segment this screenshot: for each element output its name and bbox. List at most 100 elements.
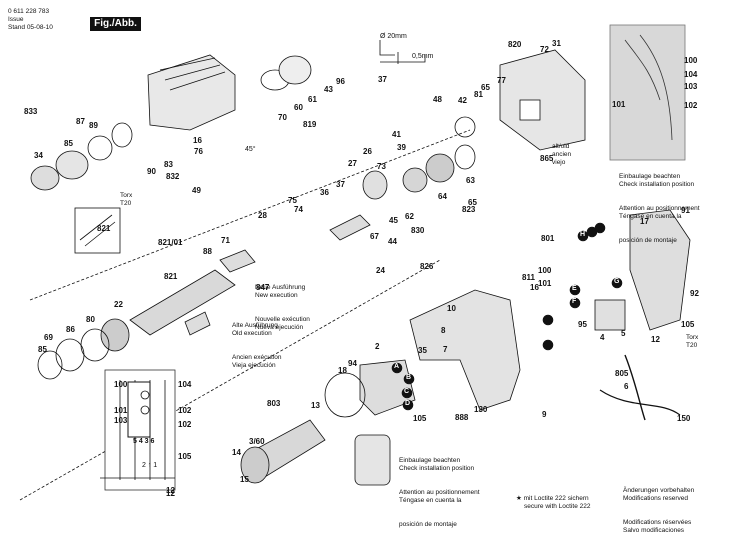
part-label-811: 811 xyxy=(522,273,535,282)
part-label-96: 96 xyxy=(336,77,345,86)
part-label-833: 833 xyxy=(24,107,38,116)
part-label-27: 27 xyxy=(348,159,357,168)
part-label-888: 888 xyxy=(455,413,469,422)
part-label-805: 805 xyxy=(615,369,629,378)
wiring-switch-terminals: 5 4 3 6 xyxy=(133,438,155,445)
circle-letter-b: B xyxy=(406,374,412,381)
part-label-35: 35 xyxy=(418,346,427,355)
part-label-24: 24 xyxy=(376,266,385,275)
part-label-67: 67 xyxy=(370,232,379,241)
header-block: 0 611 228 783 Issue Stand 05-08-10 xyxy=(8,8,53,32)
wiring-label: 103 xyxy=(114,416,128,425)
circle-letter-e: E xyxy=(572,285,577,292)
part-label-74: 74 xyxy=(294,205,303,214)
part-label-88: 88 xyxy=(203,247,212,256)
part-label-90: 90 xyxy=(147,167,156,176)
part-label-16: 16 xyxy=(193,136,202,145)
part-label-801: 801 xyxy=(541,234,555,243)
circle-letter-h: H xyxy=(580,231,586,238)
part-label-820: 820 xyxy=(508,40,522,49)
part-label-12: 12 xyxy=(166,489,175,498)
wiring-label: 105 xyxy=(178,452,192,461)
part-label-9: 9 xyxy=(542,410,547,419)
part-label-102: 102 xyxy=(684,101,698,110)
part-label-77: 77 xyxy=(497,76,506,85)
part-label-83: 83 xyxy=(164,160,173,169)
part-label-105: 105 xyxy=(681,320,695,329)
part-label-6: 6 xyxy=(624,382,629,391)
part-label-86: 86 xyxy=(66,325,75,334)
part-label-87: 87 xyxy=(76,117,85,126)
part-label-17: 17 xyxy=(640,217,649,226)
part-label-61: 61 xyxy=(308,95,317,104)
part-label-821: 821 xyxy=(164,272,178,281)
part-label-37: 37 xyxy=(378,75,387,84)
part-label-94: 94 xyxy=(348,359,357,368)
part-label-44: 44 xyxy=(388,237,397,246)
circle-letter-a: A xyxy=(394,363,400,370)
part-label-105: 105 xyxy=(413,414,427,423)
part-label-13: 13 xyxy=(311,401,320,410)
part-label-43: 43 xyxy=(324,85,333,94)
wiring-label: 104 xyxy=(178,380,192,389)
part-label-2: 2 xyxy=(375,342,380,351)
part-label-865: 865 xyxy=(540,154,554,163)
part-label-4: 4 xyxy=(600,333,605,342)
part-label-8: 8 xyxy=(441,326,446,335)
part-label-72: 72 xyxy=(540,45,549,54)
part-label-89: 89 xyxy=(89,121,98,130)
part-number: 0 611 228 783 xyxy=(8,8,50,15)
circle-letter-c: C xyxy=(404,388,410,395)
part-label-104: 104 xyxy=(684,70,698,79)
thickness-dimension: 0,5mm xyxy=(412,53,434,60)
part-label-819: 819 xyxy=(303,120,317,129)
figure-label: Fig./Abb. 1 xyxy=(90,17,141,43)
part-label-150: 150 xyxy=(677,414,691,423)
part-label-45: 45 xyxy=(389,216,398,225)
part-label-12: 12 xyxy=(651,335,660,344)
part-label-826: 826 xyxy=(420,262,434,271)
part-label-101: 101 xyxy=(538,279,552,288)
circle-letter-f: F xyxy=(572,298,577,305)
part-label-41: 41 xyxy=(392,130,401,139)
part-label-49: 49 xyxy=(192,186,201,195)
part-label-22: 22 xyxy=(114,300,123,309)
part-label-5: 5 xyxy=(621,329,626,338)
wiring-label: 101 xyxy=(114,406,128,415)
diameter-dimension: Ø 20mm xyxy=(380,33,407,40)
issue-date: 05-08-10 xyxy=(26,24,53,31)
part-label-10: 10 xyxy=(447,304,456,313)
part-label-85: 85 xyxy=(64,139,73,148)
wiring-small-label: 2 ↑ 1 xyxy=(142,462,158,469)
stand-label: Stand xyxy=(8,24,25,31)
part-label-14: 14 xyxy=(232,448,241,457)
part-label-15: 15 xyxy=(240,475,249,484)
part-label-847: 847 xyxy=(256,283,270,292)
part-label-71: 71 xyxy=(221,236,230,245)
part-label-130: 130 xyxy=(474,405,488,414)
part-label-92: 92 xyxy=(690,289,699,298)
part-label-100: 100 xyxy=(538,266,552,275)
part-label-48: 48 xyxy=(433,95,442,104)
wiring-label: 102 xyxy=(178,406,192,415)
part-label-69: 69 xyxy=(44,333,53,342)
exploded-view-drawing xyxy=(19,24,691,501)
wiring-label: 100 xyxy=(114,380,128,389)
part-label-65: 65 xyxy=(468,198,477,207)
angle-dimension: 45° xyxy=(245,146,256,153)
part-label-18: 18 xyxy=(338,366,347,375)
part-label-36: 36 xyxy=(320,188,329,197)
part-label-80: 80 xyxy=(86,315,95,324)
part-label-16: 16 xyxy=(530,283,539,292)
wiring-label: 102 xyxy=(178,420,192,429)
part-label-830: 830 xyxy=(411,226,425,235)
part-label-95: 95 xyxy=(578,320,587,329)
part-label-39: 39 xyxy=(397,143,406,152)
part-label-60: 60 xyxy=(294,103,303,112)
part-label-803: 803 xyxy=(267,399,281,408)
